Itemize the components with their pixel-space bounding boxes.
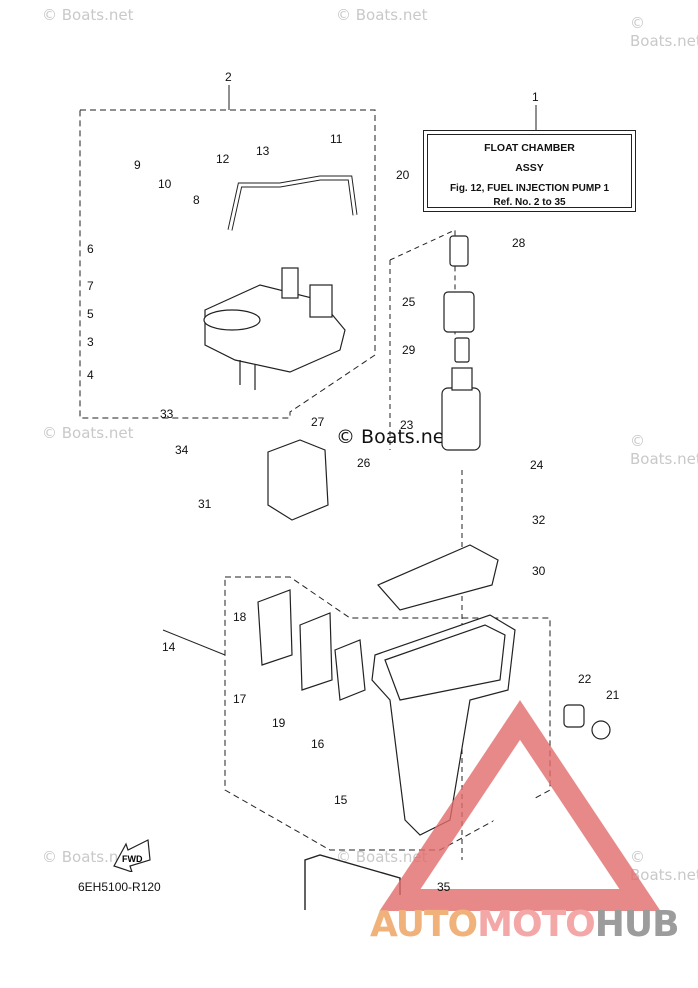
- callout-11: 11: [330, 132, 343, 146]
- callout-23: 23: [400, 418, 414, 432]
- callout-2: 2: [225, 70, 232, 84]
- callout-17: 17: [233, 692, 247, 706]
- callout-32: 32: [532, 513, 546, 527]
- watermark: © Boats.net: [630, 848, 698, 884]
- callout-21: 21: [606, 688, 620, 702]
- watermark: © Boats.net: [336, 6, 428, 24]
- callout-4: 4: [87, 368, 94, 382]
- callout-25: 25: [402, 295, 416, 309]
- callout-3: 3: [87, 335, 94, 349]
- plate-17: [257, 589, 293, 666]
- float-chamber-body: [203, 267, 346, 390]
- plate-19: [299, 612, 333, 691]
- callout-30: 30: [532, 564, 546, 578]
- automotohub-logo: AUTOMOTOHUB: [370, 904, 680, 945]
- assembly-outline-2: [79, 109, 376, 419]
- callout-1: 1: [532, 90, 539, 104]
- grommet-22: [563, 704, 585, 728]
- callout-16: 16: [311, 737, 325, 751]
- collar-21: [591, 720, 611, 740]
- callout-5: 5: [87, 307, 94, 321]
- callout-6: 6: [87, 242, 94, 256]
- callout-7: 7: [87, 279, 94, 293]
- watermark: © Boats.net: [42, 6, 134, 24]
- forward-arrow-icon: FWD: [113, 839, 151, 872]
- title-line3: Fig. 12, FUEL INJECTION PUMP 1: [449, 183, 610, 194]
- title-line4: Ref. No. 2 to 35: [493, 197, 566, 208]
- callout-33: 33: [160, 407, 174, 421]
- callout-34: 34: [175, 443, 189, 457]
- callout-10: 10: [158, 177, 172, 191]
- automotohub-logo-icon: [379, 700, 661, 911]
- callout-22: 22: [578, 672, 592, 686]
- title-box: FLOAT CHAMBER ASSY Fig. 12, FUEL INJECTI…: [423, 130, 636, 212]
- cover-26: [267, 439, 329, 521]
- callout-24: 24: [530, 458, 544, 472]
- title-line2: ASSY: [515, 162, 544, 174]
- chamber-housing: [371, 614, 516, 836]
- watermark: © Boats.net: [336, 848, 428, 866]
- watermark: © Boats.net: [630, 432, 698, 468]
- fwd-label: FWD: [122, 854, 143, 864]
- callout-28: 28: [512, 236, 526, 250]
- title-line1: FLOAT CHAMBER: [484, 142, 575, 154]
- callout-35: 35: [437, 880, 451, 894]
- callout-26: 26: [357, 456, 371, 470]
- center-watermark: © Boats.net: [336, 426, 452, 448]
- callout-31: 31: [198, 497, 212, 511]
- callout-29: 29: [402, 343, 416, 357]
- logo-part-moto: MOTO: [477, 904, 596, 945]
- watermark: © Boats.net: [630, 14, 698, 50]
- watermark: © Boats.net: [42, 424, 134, 442]
- callout-9: 9: [134, 158, 141, 172]
- callout-13: 13: [256, 144, 270, 158]
- assembly-outline-14: [224, 576, 551, 851]
- gasket-16: [334, 639, 366, 701]
- figure-code: 6EH5100-R120: [78, 880, 161, 894]
- logo-part-auto: AUTO: [370, 904, 478, 945]
- callout-15: 15: [334, 793, 348, 807]
- callout-12: 12: [216, 152, 230, 166]
- callout-20: 20: [396, 168, 410, 182]
- callout-19: 19: [272, 716, 286, 730]
- callout-14: 14: [162, 640, 176, 654]
- watermark: © Boats.net: [42, 848, 134, 866]
- callout-27: 27: [311, 415, 325, 429]
- callout-18: 18: [233, 610, 247, 624]
- fuel-pump: [441, 235, 481, 451]
- callout-8: 8: [193, 193, 200, 207]
- gasket-30: [377, 544, 499, 611]
- logo-part-hub: HUB: [594, 904, 680, 945]
